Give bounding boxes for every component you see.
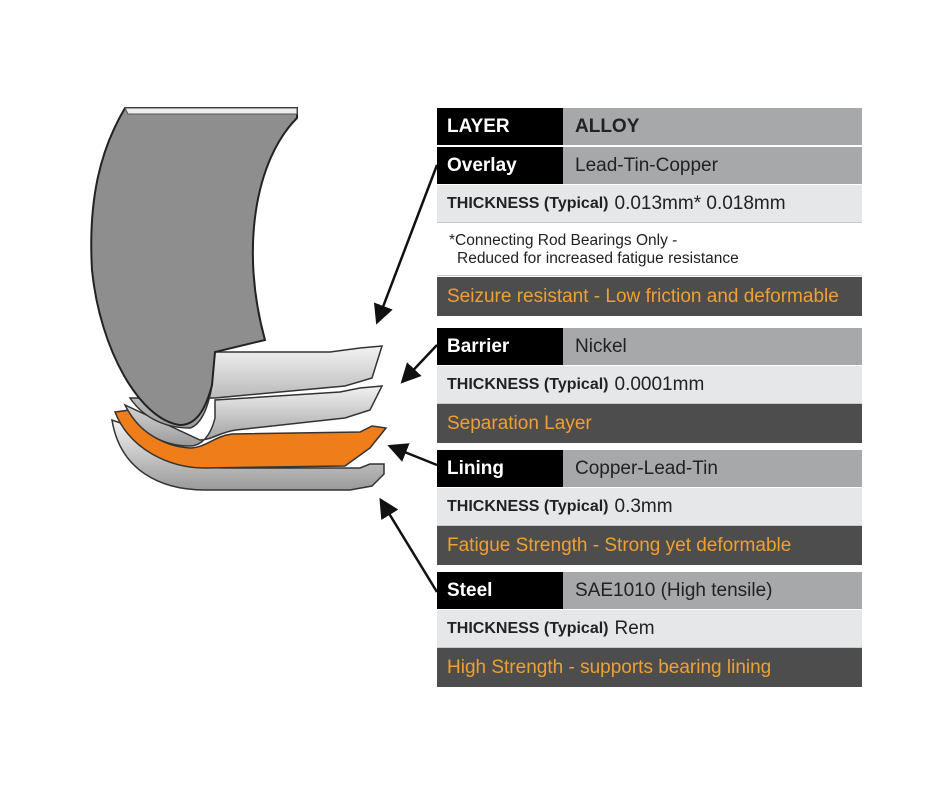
overlay-row: Overlay Lead-Tin-Copper xyxy=(437,147,862,185)
layer-alloy: Copper-Lead-Tin xyxy=(575,457,718,479)
layer-name: Barrier xyxy=(437,328,563,365)
barrier-row: Barrier Nickel xyxy=(437,328,862,366)
layer-header: LAYER xyxy=(437,108,563,145)
layer-alloy: SAE1010 (High tensile) xyxy=(575,579,773,601)
barrier-layer xyxy=(123,385,384,447)
steel-row: Steel SAE1010 (High tensile) xyxy=(437,572,862,610)
lining-arrow xyxy=(387,443,438,467)
thickness-value: 0.0001mm xyxy=(614,373,705,395)
overlay-note: *Connecting Rod Bearings Only - Reduced … xyxy=(437,224,862,276)
layer-name: Steel xyxy=(437,572,563,609)
thickness-value: 0.3mm xyxy=(614,495,673,517)
barrier-property: Separation Layer xyxy=(437,404,862,443)
layer-alloy: Nickel xyxy=(575,335,627,357)
thickness-label: THICKNESS (Typical) xyxy=(447,194,609,212)
overlay-property: Seizure resistant - Low friction and def… xyxy=(437,277,862,316)
overlay-thickness: THICKNESS (Typical) 0.013mm* 0.018mm xyxy=(437,185,862,223)
layer-name: Lining xyxy=(437,450,563,487)
thickness-label: THICKNESS (Typical) xyxy=(447,497,609,515)
barrier-thickness: THICKNESS (Typical) 0.0001mm xyxy=(437,366,862,404)
note-line: *Connecting Rod Bearings Only - xyxy=(449,232,678,249)
lining-property: Fatigue Strength - Strong yet deformable xyxy=(437,526,862,565)
layer-name: Overlay xyxy=(437,147,563,184)
thickness-label: THICKNESS (Typical) xyxy=(447,619,609,637)
note-line: Reduced for increased fatigue resistance xyxy=(457,250,739,267)
bearing-shell xyxy=(90,107,298,427)
layer-alloy: Lead-Tin-Copper xyxy=(575,154,718,176)
steel-arrow xyxy=(379,497,439,593)
thickness-value: 0.013mm* 0.018mm xyxy=(614,192,786,214)
lining-thickness: THICKNESS (Typical) 0.3mm xyxy=(437,488,862,526)
steel-property: High Strength - supports bearing lining xyxy=(437,648,862,687)
lining-row: Lining Copper-Lead-Tin xyxy=(437,450,862,488)
steel-thickness: THICKNESS (Typical) Rem xyxy=(437,610,862,648)
table-header: LAYER ALLOY xyxy=(437,108,862,146)
alloy-header: ALLOY xyxy=(575,115,640,137)
barrier-arrow xyxy=(400,344,438,384)
overlay-arrow xyxy=(373,164,439,325)
thickness-value: Rem xyxy=(614,617,655,639)
thickness-label: THICKNESS (Typical) xyxy=(447,375,609,393)
